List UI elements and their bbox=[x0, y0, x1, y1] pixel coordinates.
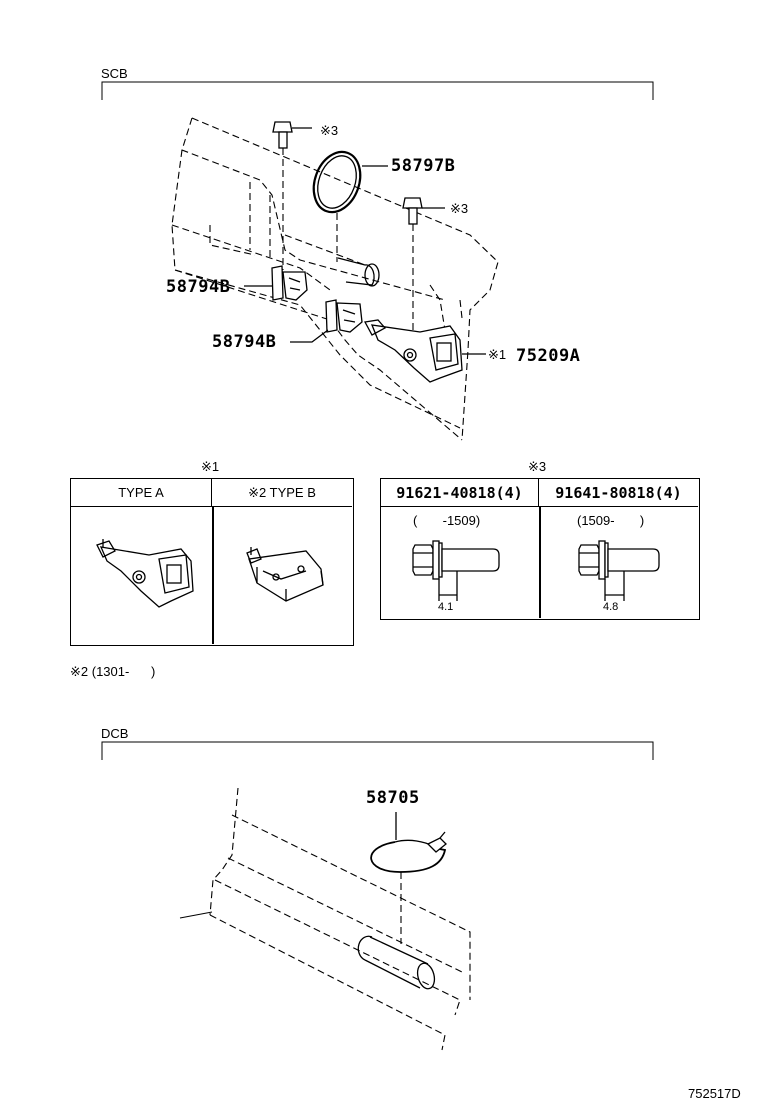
diagram-id: 752517D bbox=[688, 1086, 741, 1101]
type-a-bracket-drawing bbox=[96, 539, 194, 608]
type-a-label: TYPE A bbox=[118, 485, 164, 500]
part-label-58794b-left: 58794B bbox=[166, 277, 231, 297]
bolt-col-1-range: ( -1509) bbox=[413, 513, 481, 528]
type-table-drawings bbox=[96, 539, 324, 608]
bolt-col-2-range: (1509- ) bbox=[577, 513, 645, 528]
main-bracket-ref: ※1 bbox=[488, 347, 507, 362]
bracket-75209a bbox=[363, 319, 486, 383]
scb-section-label: SCB bbox=[101, 66, 128, 81]
bolt-col-1-header: 91621-40818(4) bbox=[381, 479, 539, 507]
type-table-ref: ※1 bbox=[201, 459, 220, 474]
scb-body-panel bbox=[171, 117, 499, 441]
type-a-header: TYPE A bbox=[71, 479, 212, 507]
scb-pipe bbox=[284, 234, 380, 287]
bolt-1-drawing bbox=[412, 540, 500, 601]
bolt-2 bbox=[402, 197, 445, 345]
dcb-body-panel bbox=[179, 787, 471, 1051]
type-table-divider bbox=[212, 507, 214, 644]
footnote-2: ※2 (1301- ) bbox=[70, 664, 156, 679]
type-table: TYPE A ※2 TYPE B bbox=[70, 478, 354, 646]
bolt-ref-1: ※3 bbox=[320, 123, 339, 138]
bolt-ref-2: ※3 bbox=[450, 201, 469, 216]
bolt-1 bbox=[272, 121, 312, 270]
clamp-58705 bbox=[370, 812, 447, 944]
part-label-58794b-mid: 58794B bbox=[212, 332, 277, 352]
bolt-table-divider bbox=[539, 507, 541, 618]
dcb-pipe bbox=[357, 935, 436, 990]
dcb-section-label: DCB bbox=[101, 726, 129, 741]
type-b-bracket-drawing bbox=[246, 547, 324, 602]
ring-58797b bbox=[312, 150, 388, 262]
bolt-col-1-part: 91621-40818(4) bbox=[396, 483, 523, 502]
bolt-table-drawings bbox=[412, 540, 660, 601]
part-label-75209a: 75209A bbox=[516, 346, 581, 366]
bolt-col-2-dim: 4.8 bbox=[603, 601, 619, 613]
bracket-58794b-mid bbox=[290, 299, 363, 343]
bolt-col-2-header: 91641-80818(4) bbox=[539, 479, 698, 507]
part-label-58705: 58705 bbox=[366, 788, 420, 808]
bolt-col-2-part: 91641-80818(4) bbox=[555, 483, 682, 502]
bolt-2-drawing bbox=[578, 540, 660, 601]
bolt-table: 91621-40818(4) 91641-80818(4) ( -1509) (… bbox=[380, 478, 700, 620]
bolt-table-ref: ※3 bbox=[528, 459, 547, 474]
bracket-58794b-left bbox=[244, 265, 308, 301]
bolt-col-1-dim: 4.1 bbox=[438, 601, 454, 613]
part-label-58797b: 58797B bbox=[391, 156, 456, 176]
type-b-header: ※2 TYPE B bbox=[212, 479, 352, 507]
type-b-label: ※2 TYPE B bbox=[248, 484, 316, 500]
